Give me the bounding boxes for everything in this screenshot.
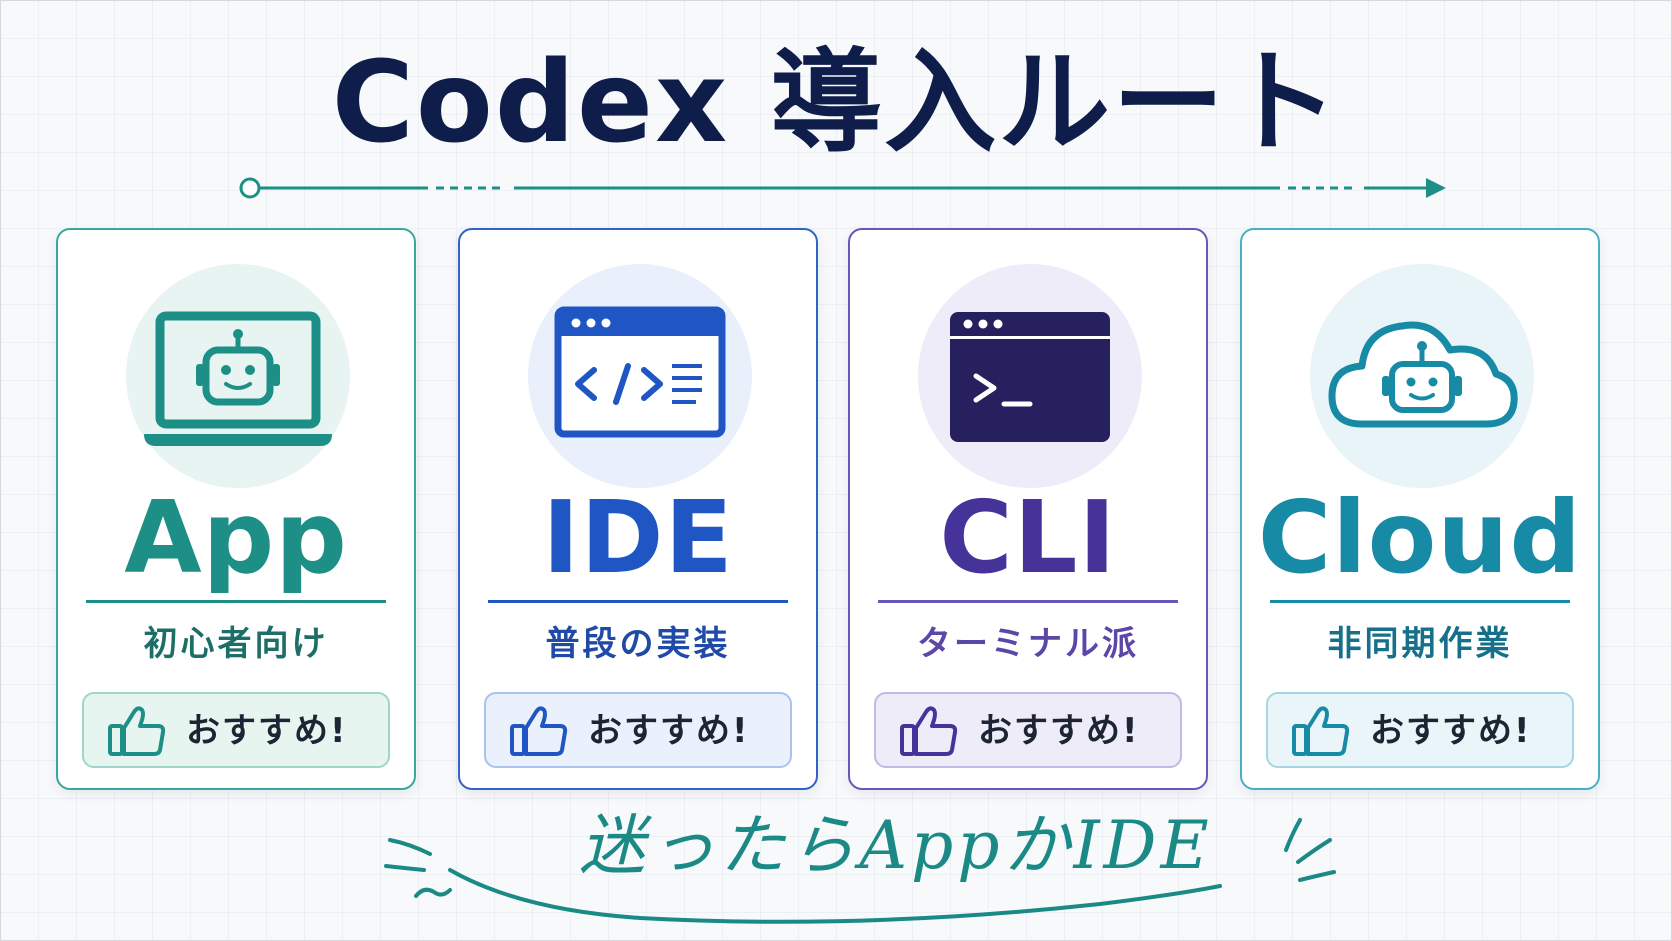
- card-name: App: [124, 479, 348, 596]
- badge-text: おすすめ!: [1370, 711, 1532, 751]
- card-app[interactable]: App 初心者向け おすすめ!: [56, 228, 416, 790]
- code-window-icon: [554, 306, 726, 438]
- thumbs-up-icon: [900, 706, 958, 756]
- thumbs-up-icon: [108, 706, 166, 756]
- divider: [86, 600, 386, 603]
- card-subtitle: 非同期作業: [1327, 624, 1513, 664]
- divider: [878, 600, 1178, 603]
- footer-note-text: 迷ったらAppかIDE: [579, 807, 1213, 884]
- icon-background: [1310, 264, 1534, 488]
- badge-text: おすすめ!: [588, 711, 750, 751]
- footer-note: 迷ったらAppかIDE: [340, 800, 1340, 940]
- thumbs-up-icon: [1292, 706, 1350, 756]
- card-name: Cloud: [1257, 479, 1583, 596]
- card-subtitle: ターミナル派: [917, 624, 1139, 664]
- thumbs-up-icon: [510, 706, 568, 756]
- card-name: IDE: [542, 479, 734, 596]
- terminal-icon: [950, 312, 1110, 442]
- card-ide[interactable]: IDE 普段の実装 おすすめ!: [458, 228, 818, 790]
- recommend-badge[interactable]: おすすめ!: [1266, 692, 1574, 768]
- badge-text: おすすめ!: [186, 711, 348, 751]
- recommend-badge[interactable]: おすすめ!: [874, 692, 1182, 768]
- icon-background: [918, 264, 1142, 488]
- sparkle-right-icon: [1284, 818, 1336, 882]
- icon-background: [126, 264, 350, 488]
- icon-background: [528, 264, 752, 488]
- recommend-badge[interactable]: おすすめ!: [484, 692, 792, 768]
- card-name: CLI: [939, 479, 1117, 596]
- laptop-robot-icon: [144, 311, 332, 446]
- route-arrow: [239, 177, 1446, 199]
- cloud-robot-icon: [1328, 321, 1518, 428]
- badge-text: おすすめ!: [978, 711, 1140, 751]
- recommend-badge[interactable]: おすすめ!: [82, 692, 390, 768]
- card-subtitle: 初心者向け: [143, 624, 329, 664]
- page-title: Codex 導入ルート: [331, 38, 1341, 168]
- card-cli[interactable]: CLI ターミナル派 おすすめ!: [848, 228, 1208, 790]
- sparkle-left-icon: [384, 838, 452, 898]
- card-cloud[interactable]: Cloud 非同期作業 おすすめ!: [1240, 228, 1600, 790]
- divider: [1270, 600, 1570, 603]
- underline-swash: [448, 868, 1222, 924]
- divider: [488, 600, 788, 603]
- card-subtitle: 普段の実装: [545, 624, 731, 664]
